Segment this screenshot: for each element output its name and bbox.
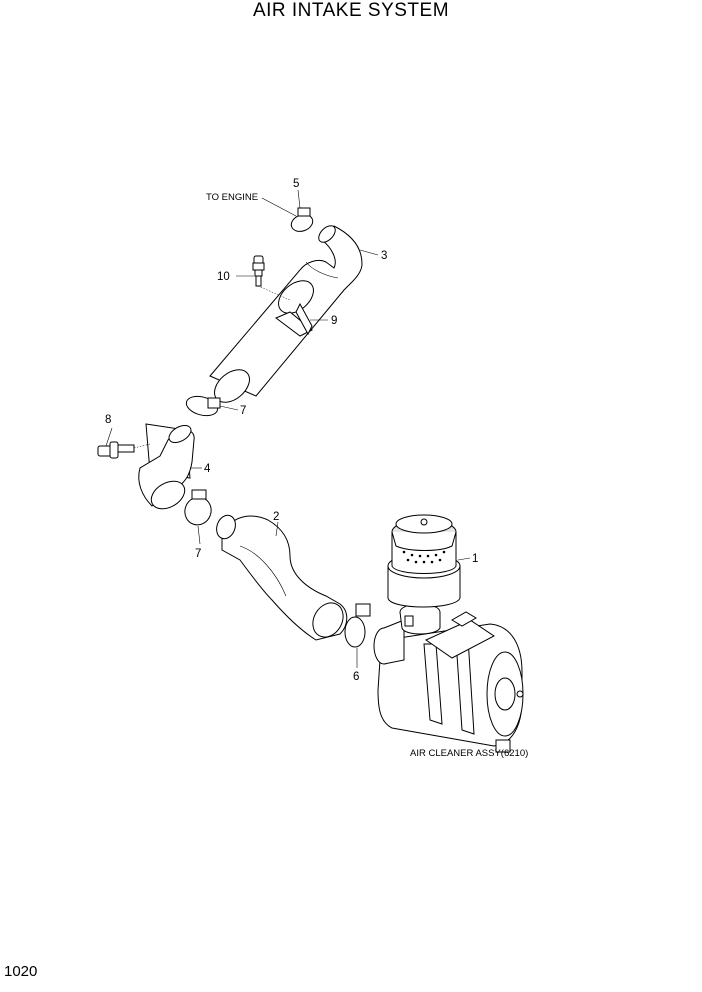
bolt-part-10 [252,255,291,301]
callout-10: 10 [217,271,230,283]
callout-3: 3 [381,250,387,262]
hose-clamp-part-6 [344,603,371,648]
callout-8: 8 [105,414,111,426]
callout-7-lower: 7 [195,548,201,560]
hose-clamp-part-5 [290,207,314,232]
hose-clamp-part-7-upper [185,395,221,417]
callout-7-upper: 7 [240,405,246,417]
leader-lines [105,189,471,668]
callout-2: 2 [273,511,279,523]
note-to-engine: TO ENGINE [206,192,258,203]
callout-4: 4 [204,463,211,475]
hose-clamp-part-7-lower [184,489,212,526]
lower-hose-part-2 [216,514,348,641]
bracket-band-part-9 [275,280,314,337]
note-air-cleaner-assy: AIR CLEANER ASSY(6210) [410,748,528,759]
air-cleaner-part-1 [373,514,524,753]
callout-9: 9 [331,315,337,327]
callout-5: 5 [293,178,299,190]
elbow-flange-part-4 [138,423,195,510]
callout-6: 6 [353,671,359,683]
callout-1: 1 [472,553,478,565]
page-title: AIR INTAKE SYSTEM [252,0,450,21]
page-number: 1020 [4,963,38,980]
bolt-part-8 [97,441,151,459]
